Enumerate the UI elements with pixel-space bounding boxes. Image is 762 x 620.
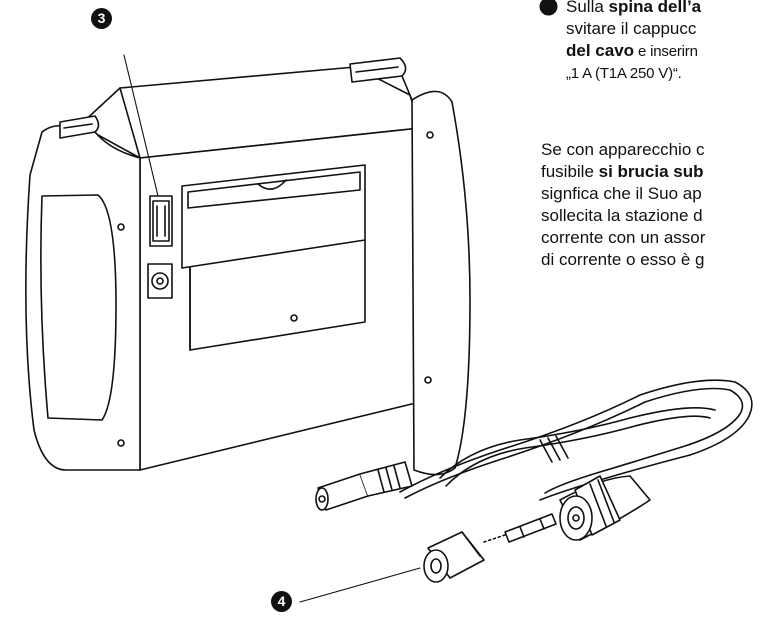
instruction-text: Sulla spina dell’a svitare il cappucc de… — [539, 0, 702, 85]
paragraph-line-3: signfica che il Suo ap — [541, 184, 702, 203]
power-socket — [147, 263, 173, 299]
fuse-cartridge — [504, 513, 557, 543]
paragraph-line-6: di corrente o esso è g — [541, 250, 705, 269]
instruction-line-4: „1 A (T1A 250 V)“. — [566, 65, 682, 82]
station-front-face — [139, 127, 421, 471]
left-side-panel — [25, 115, 141, 471]
callout-4-leader — [299, 567, 421, 603]
paragraph-line-1: Se con apparecchio c — [541, 140, 705, 159]
paragraph-line-5: corrente con un assor — [541, 228, 706, 247]
callout-4-badge: 4 — [271, 591, 292, 612]
fuse-plug-assembly — [423, 475, 651, 583]
instruction-line-1: Sulla spina dell’a — [566, 0, 702, 16]
paragraph-line-4: sollecita la stazione d — [541, 206, 703, 225]
right-side-panel — [349, 57, 471, 476]
cable-plug-left — [315, 461, 413, 511]
instruction-line-3: del cavo e inserirn — [566, 41, 698, 60]
cable-coil — [399, 379, 753, 501]
callout-3-badge: 3 — [91, 8, 112, 29]
instruction-line-2: svitare il cappucc — [566, 19, 697, 38]
fuse-holder — [149, 195, 173, 247]
callout-3-leader — [123, 54, 159, 197]
warning-paragraph: Se con apparecchio c fusibile si brucia … — [541, 139, 705, 271]
paragraph-line-2: fusibile si brucia sub — [541, 162, 704, 181]
step-bullet-icon — [539, 0, 558, 16]
